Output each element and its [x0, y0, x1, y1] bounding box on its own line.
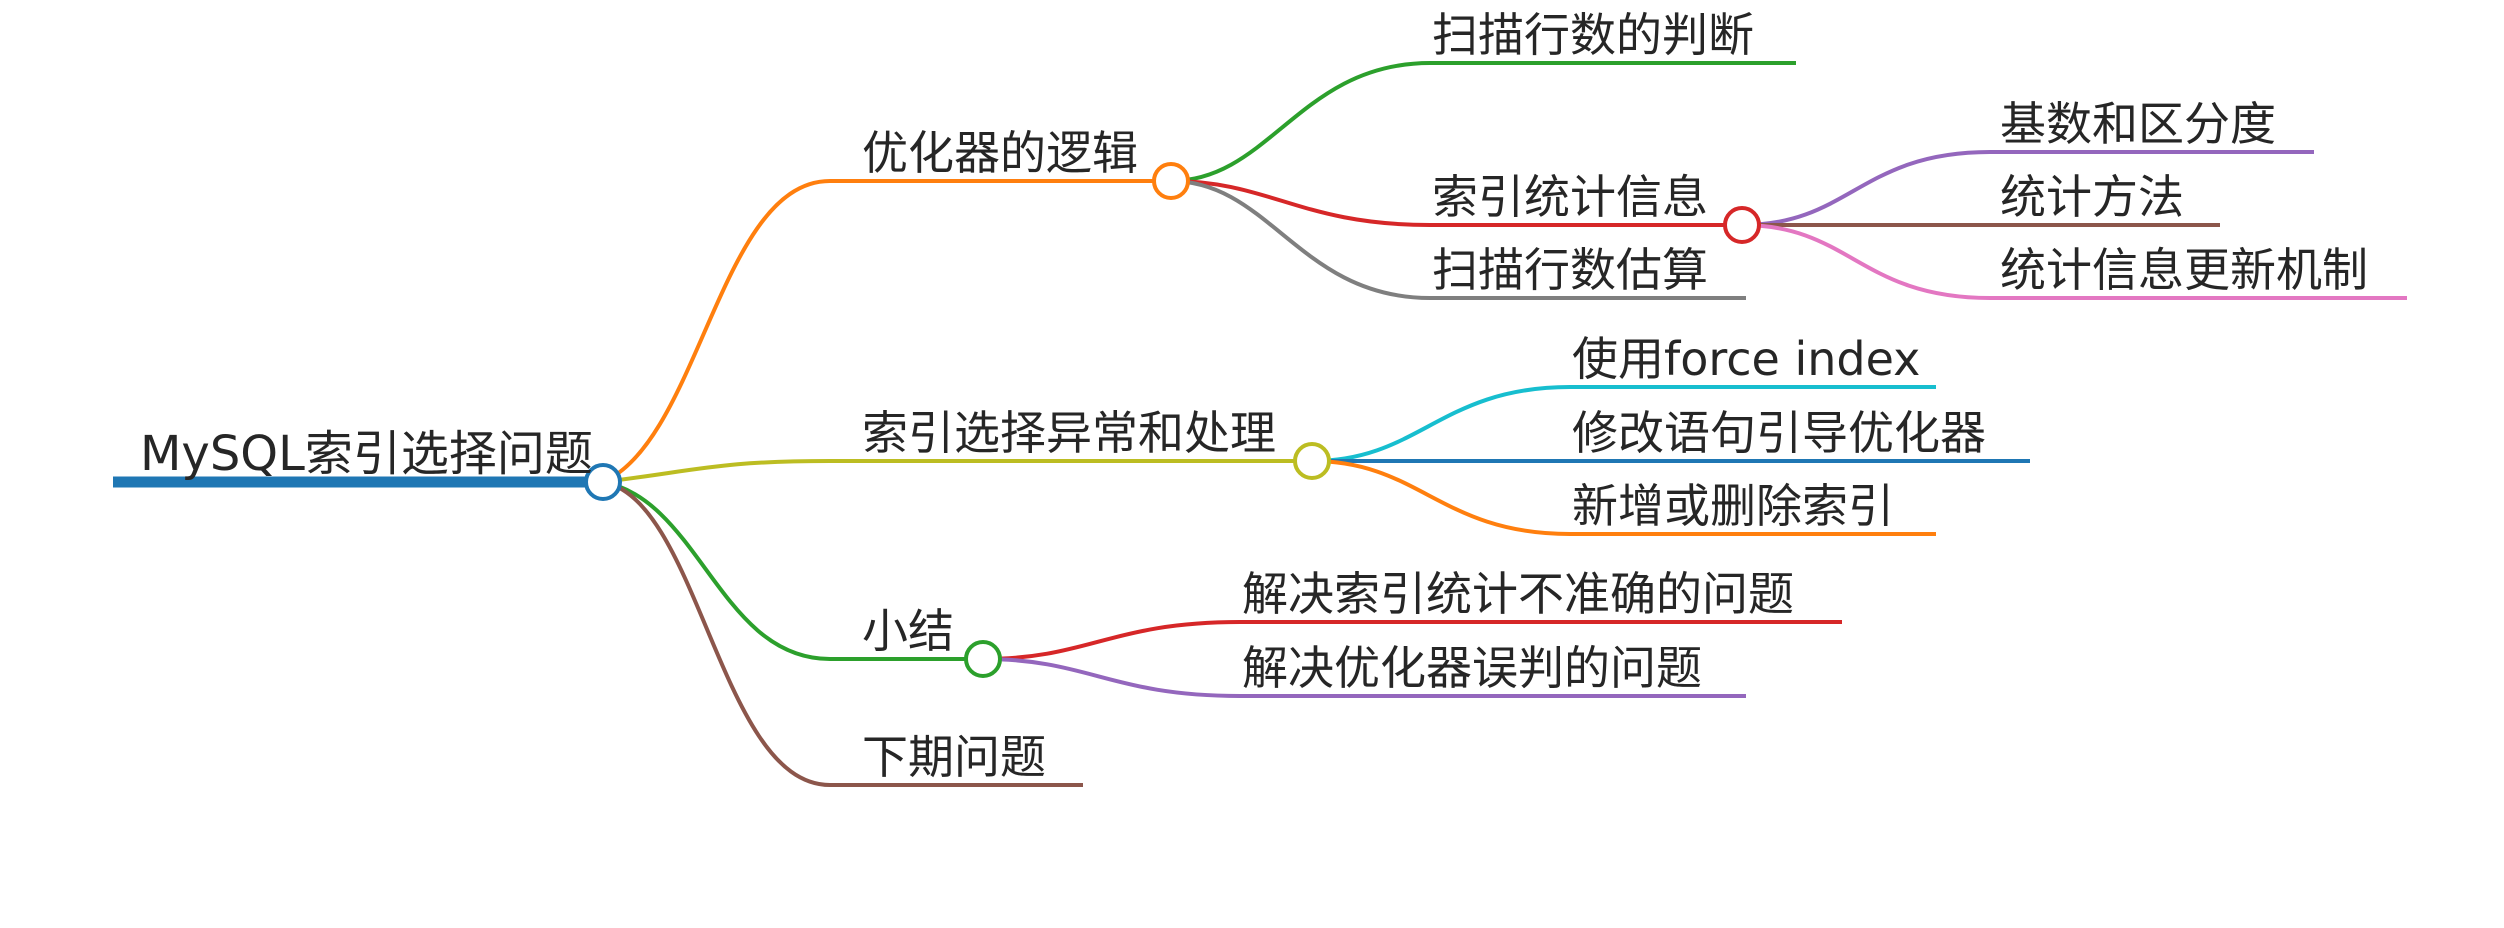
edge-summary-to-optimizer-misjudgement	[982, 657, 1241, 698]
edge-root-to-optimizer-logic	[602, 179, 831, 484]
node-optimizer-logic[interactable]: 优化器的逻辑	[862, 126, 1138, 180]
node-force-index[interactable]: 使用force index	[1572, 332, 1920, 386]
summary-toggle-circle[interactable]	[964, 640, 1002, 678]
anomaly-toggle-circle[interactable]	[1293, 442, 1331, 480]
node-summary[interactable]: 小结	[862, 604, 954, 658]
edge-root-to-summary	[602, 480, 831, 661]
root-toggle-circle[interactable]	[584, 463, 622, 501]
edge-anomaly-to-add-drop-index	[1311, 459, 1571, 536]
edge-root-to-index-selection-anomaly	[602, 459, 831, 484]
node-stat-method[interactable]: 统计方法	[2000, 170, 2184, 224]
node-cardinality[interactable]: 基数和区分度	[2000, 97, 2276, 151]
node-update-mechanism[interactable]: 统计信息更新机制	[2000, 243, 2368, 297]
index-statistics-toggle-circle[interactable]	[1723, 206, 1761, 244]
node-add-drop-index[interactable]: 新增或删除索引	[1572, 479, 1894, 533]
node-optimizer-misjudgement[interactable]: 解决优化器误判的问题	[1242, 641, 1702, 695]
edge-root-to-next-issue	[602, 480, 831, 787]
node-index-statistics[interactable]: 索引统计信息	[1432, 170, 1708, 224]
node-next-issue[interactable]: 下期问题	[862, 730, 1046, 784]
node-scan-row-estimate[interactable]: 扫描行数估算	[1432, 243, 1708, 297]
node-scan-row-judgement[interactable]: 扫描行数的判断	[1432, 8, 1754, 62]
edge-optimizer-logic-to-index-statistics	[1170, 179, 1431, 227]
node-index-selection-anomaly[interactable]: 索引选择异常和处理	[862, 406, 1276, 460]
edge-optimizer-logic-to-scan-row-estimate	[1170, 179, 1431, 300]
edge-anomaly-to-force-index	[1311, 385, 1571, 463]
node-rewrite-statement[interactable]: 修改语句引导优化器	[1572, 406, 1986, 460]
edge-optimizer-logic-to-scan-row-judgement	[1170, 61, 1431, 183]
edge-index-statistics-to-cardinality	[1741, 150, 1991, 227]
optimizer-logic-toggle-circle[interactable]	[1152, 162, 1190, 200]
root-node-label[interactable]: MySQL索引选择问题	[140, 426, 593, 482]
edge-index-statistics-to-update-mechanism	[1741, 223, 1991, 300]
edge-summary-to-stat-inaccuracy	[982, 620, 1241, 661]
node-stat-inaccuracy[interactable]: 解决索引统计不准确的问题	[1242, 567, 1794, 621]
